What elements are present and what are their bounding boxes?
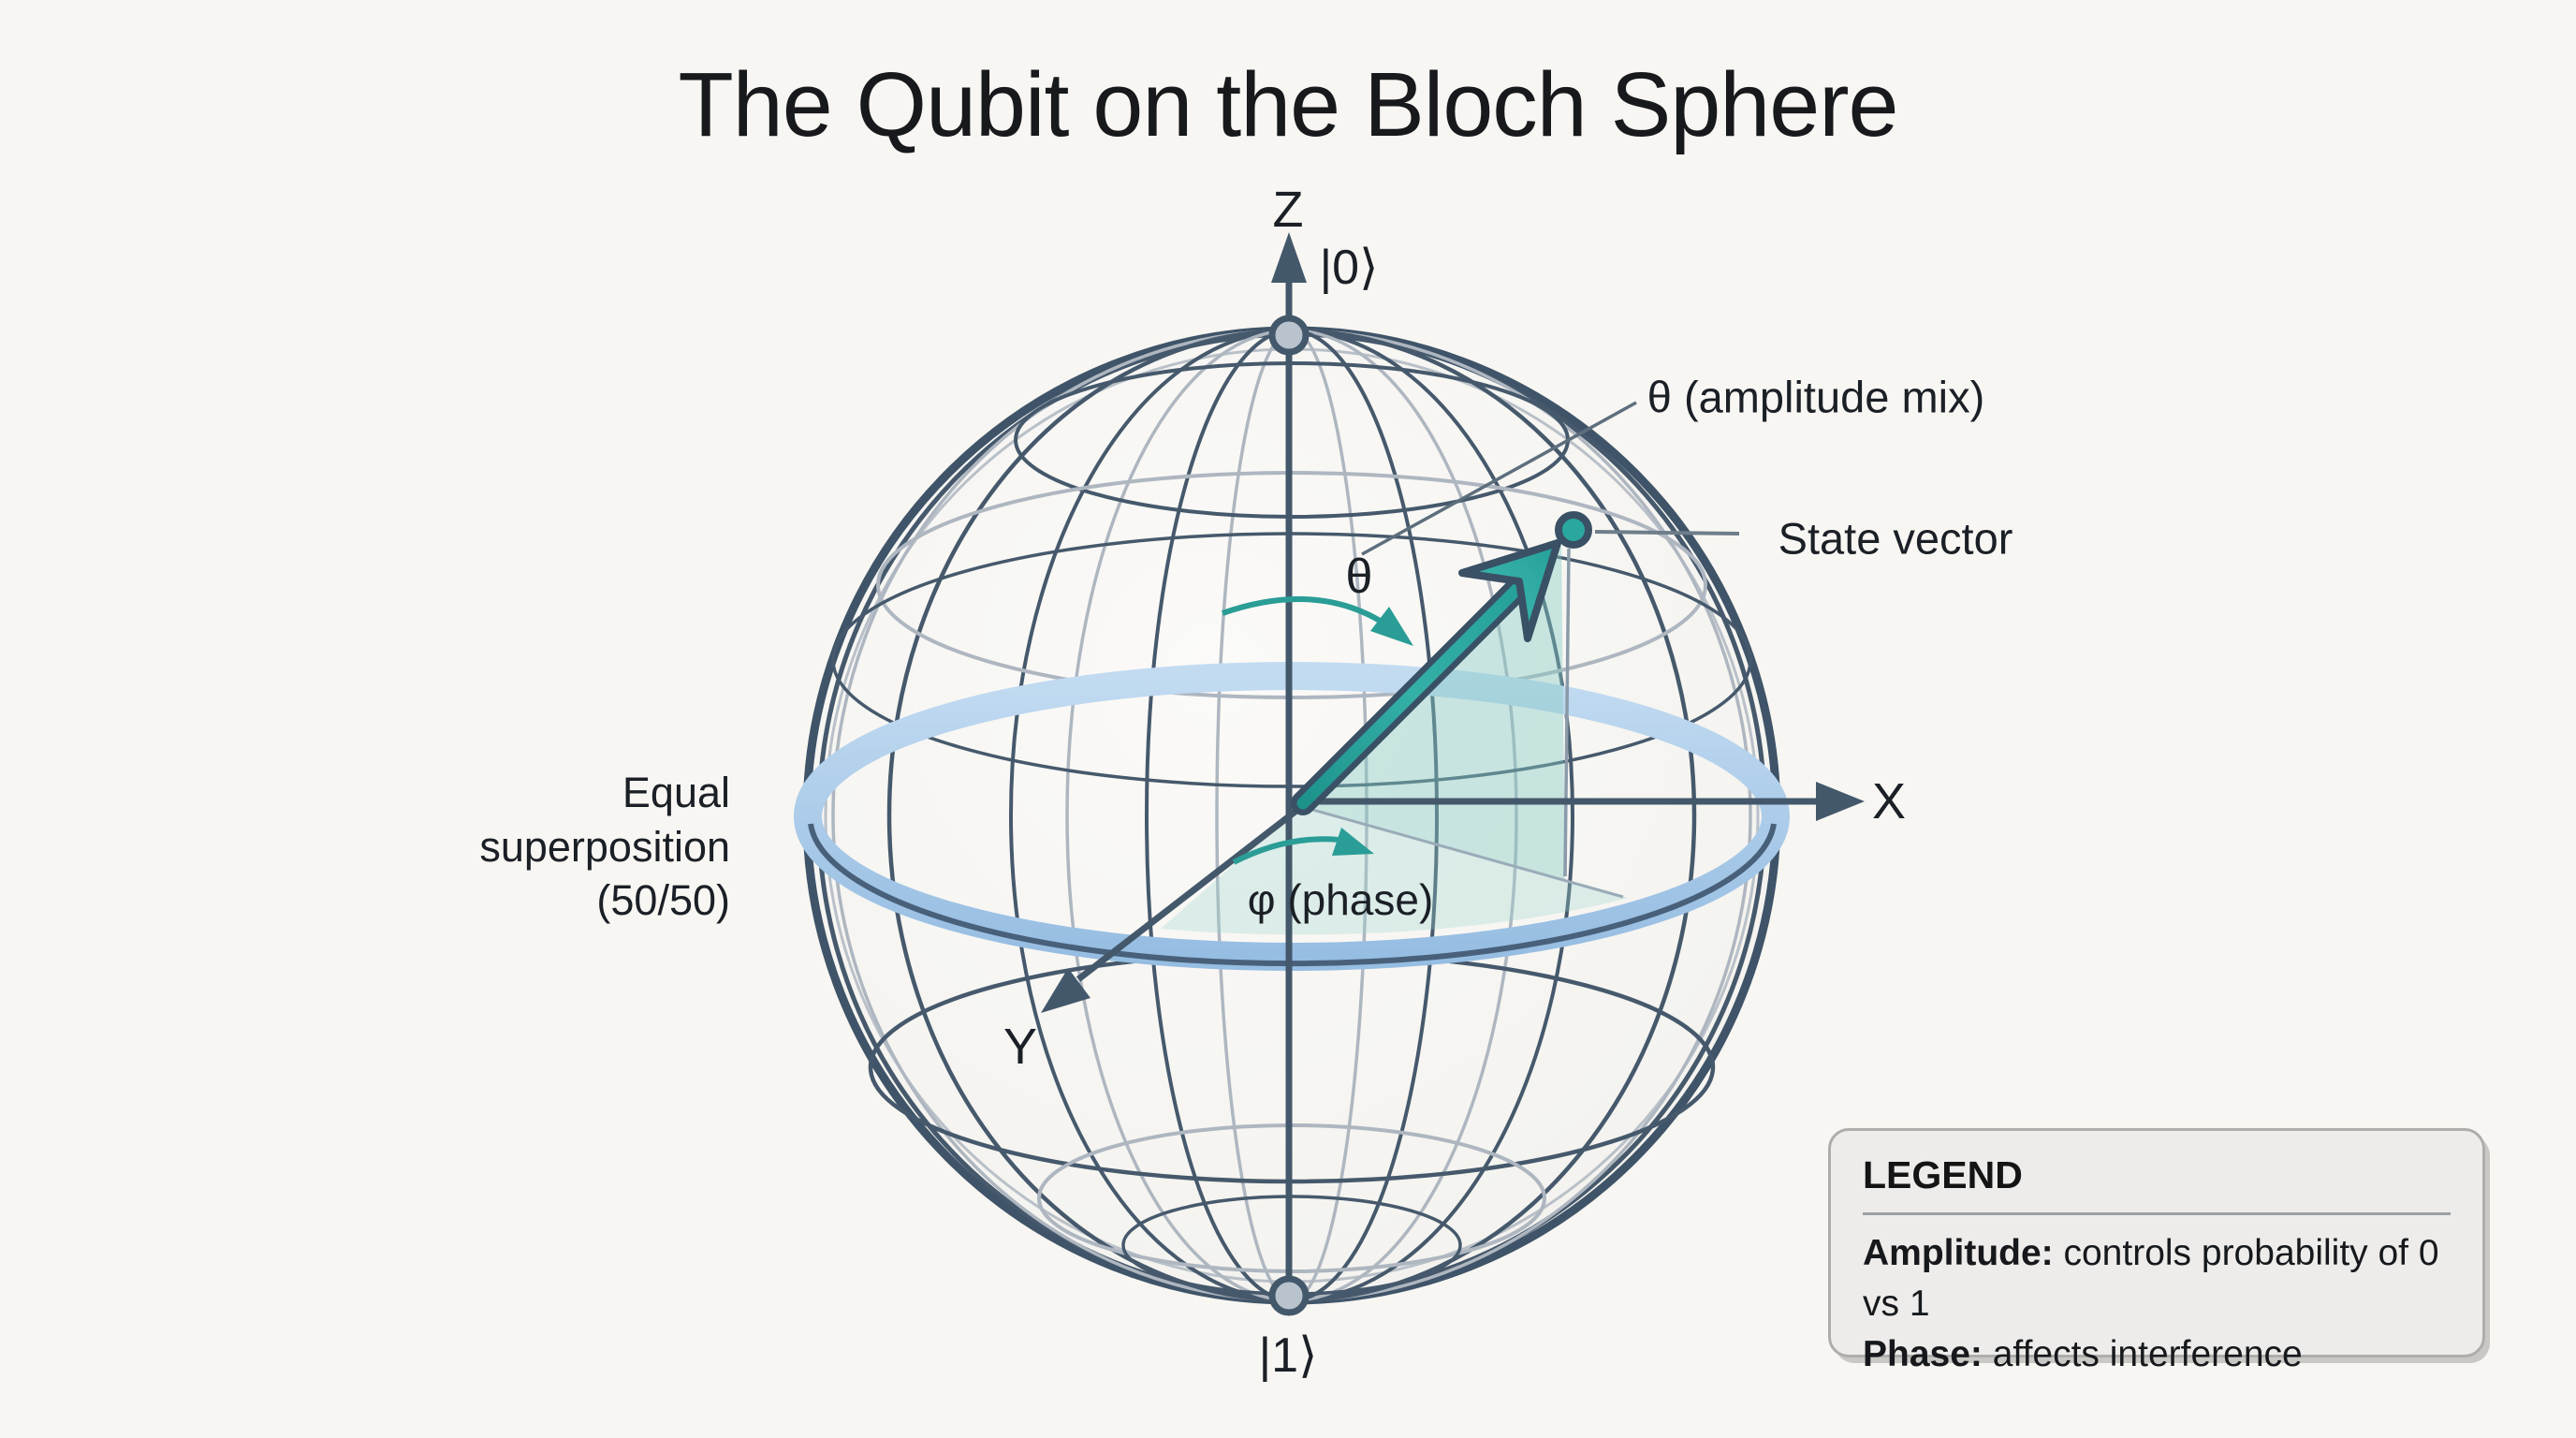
angle-arcs bbox=[1222, 595, 1413, 865]
y-axis-arrow-icon bbox=[1041, 968, 1090, 1013]
theta-callout-label: θ (amplitude mix) bbox=[1647, 372, 1985, 422]
axes bbox=[1041, 232, 1865, 1296]
ket-one-label: |1⟩ bbox=[1258, 1328, 1318, 1383]
legend-panel: LEGEND Amplitude: controls probability o… bbox=[1828, 1128, 2485, 1374]
x-axis-label: X bbox=[1871, 773, 1907, 829]
theta-symbol-label: θ bbox=[1345, 550, 1373, 604]
theta-arc-arrow-icon bbox=[1370, 607, 1413, 646]
legend-amplitude-term: Amplitude: bbox=[1863, 1233, 2054, 1273]
amplitude-triangle bbox=[1301, 541, 1565, 880]
legend-divider bbox=[1863, 1212, 2451, 1215]
y-axis-label: Y bbox=[1003, 1019, 1038, 1075]
z-axis-arrow-icon bbox=[1271, 232, 1307, 283]
shaded-regions bbox=[1161, 541, 1628, 935]
equal-superposition-label: Equal superposition (50/50) bbox=[376, 766, 730, 928]
state-vector-leader bbox=[1594, 530, 1740, 536]
y-axis-line bbox=[1076, 804, 1304, 982]
state-vector-tip-dot bbox=[1555, 511, 1592, 549]
legend-item-amplitude: Amplitude: controls probability of 0 vs … bbox=[1863, 1228, 2451, 1329]
page-title: The Qubit on the Bloch Sphere bbox=[678, 53, 1899, 155]
south-pole-dot bbox=[1268, 1275, 1310, 1316]
equal-superposition-line1: Equal superposition bbox=[479, 769, 730, 871]
phi-phase-label: φ (phase) bbox=[1247, 875, 1434, 924]
north-pole-dot bbox=[1268, 315, 1310, 356]
legend-phase-term: Phase: bbox=[1863, 1333, 1983, 1374]
legend-amplitude-description: controls probability of 0 vs 1 bbox=[1863, 1233, 2439, 1324]
phase-sector bbox=[1161, 805, 1628, 935]
equal-superposition-line2: (50/50) bbox=[596, 876, 730, 925]
x-axis-arrow-icon bbox=[1816, 782, 1865, 821]
legend-item-phase: Phase: affects interference bbox=[1863, 1329, 2451, 1380]
state-vector-label: State vector bbox=[1778, 513, 2013, 564]
pole-markers bbox=[1268, 315, 1310, 1316]
legend-heading: LEGEND bbox=[1863, 1153, 2023, 1196]
leader-lines bbox=[1361, 401, 1740, 556]
ket-zero-label: |0⟩ bbox=[1319, 241, 1379, 295]
phi-arc-arrow-icon bbox=[1332, 828, 1374, 856]
z-axis-label: Z bbox=[1272, 182, 1304, 238]
theta-callout-leader bbox=[1361, 401, 1637, 556]
state-vector-arrow-icon bbox=[1291, 511, 1592, 815]
legend-phase-description: affects interference bbox=[1982, 1333, 2303, 1374]
